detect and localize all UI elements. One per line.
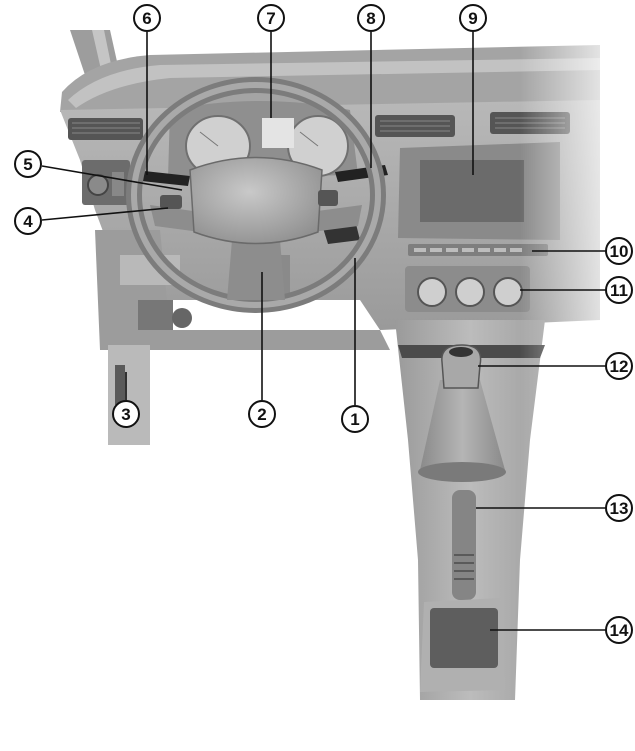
callout-9: 9	[459, 4, 487, 32]
footwell	[108, 345, 150, 445]
callout-4: 4	[14, 207, 42, 235]
storage-lid	[430, 608, 498, 668]
svg-text:10: 10	[610, 242, 629, 261]
cluster-display	[262, 118, 294, 148]
svg-text:12: 12	[610, 357, 629, 376]
handbrake-lever	[452, 490, 476, 600]
callout-14: 14	[605, 616, 633, 644]
climate-knob-left-icon	[417, 277, 447, 307]
callout-12: 12	[605, 352, 633, 380]
svg-text:14: 14	[610, 621, 629, 640]
callout-3: 3	[112, 400, 140, 428]
callout-leaders	[41, 32, 608, 631]
lower-switch-recess	[138, 300, 173, 330]
wheel-right-switches	[318, 190, 338, 206]
svg-text:5: 5	[23, 155, 32, 174]
left-air-vent	[68, 118, 143, 140]
panel-switch	[112, 172, 124, 196]
svg-text:13: 13	[610, 499, 629, 518]
callout-13: 13	[605, 494, 633, 522]
svg-text:1: 1	[350, 410, 359, 429]
callout-11: 11	[605, 276, 633, 304]
svg-text:2: 2	[257, 405, 266, 424]
svg-text:4: 4	[23, 212, 33, 231]
svg-text:3: 3	[121, 405, 130, 424]
callout-7: 7	[257, 4, 285, 32]
callout-markers: 1 2 3 4 5 6 7 8	[14, 4, 633, 644]
callout-8: 8	[357, 4, 385, 32]
right-fade	[520, 30, 635, 730]
gear-lever-boot	[420, 380, 505, 470]
svg-text:9: 9	[468, 9, 477, 28]
svg-text:6: 6	[142, 9, 151, 28]
multimedia-screen	[420, 160, 524, 222]
callout-2: 2	[248, 400, 276, 428]
callout-1: 1	[341, 405, 369, 433]
callout-10: 10	[605, 237, 633, 265]
lower-knob	[172, 308, 192, 328]
steering-airbag-hub	[189, 156, 323, 245]
climate-knob-right-icon	[493, 277, 523, 307]
callout-5: 5	[14, 150, 42, 178]
gear-knob	[441, 344, 482, 389]
callout-6: 6	[133, 4, 161, 32]
svg-text:7: 7	[266, 9, 275, 28]
svg-text:8: 8	[366, 9, 375, 28]
climate-knob-center-icon	[455, 277, 485, 307]
svg-text:11: 11	[610, 281, 628, 300]
wheel-left-switches	[160, 195, 182, 209]
bonnet-release	[115, 365, 125, 405]
headlight-knob-icon	[87, 174, 109, 196]
